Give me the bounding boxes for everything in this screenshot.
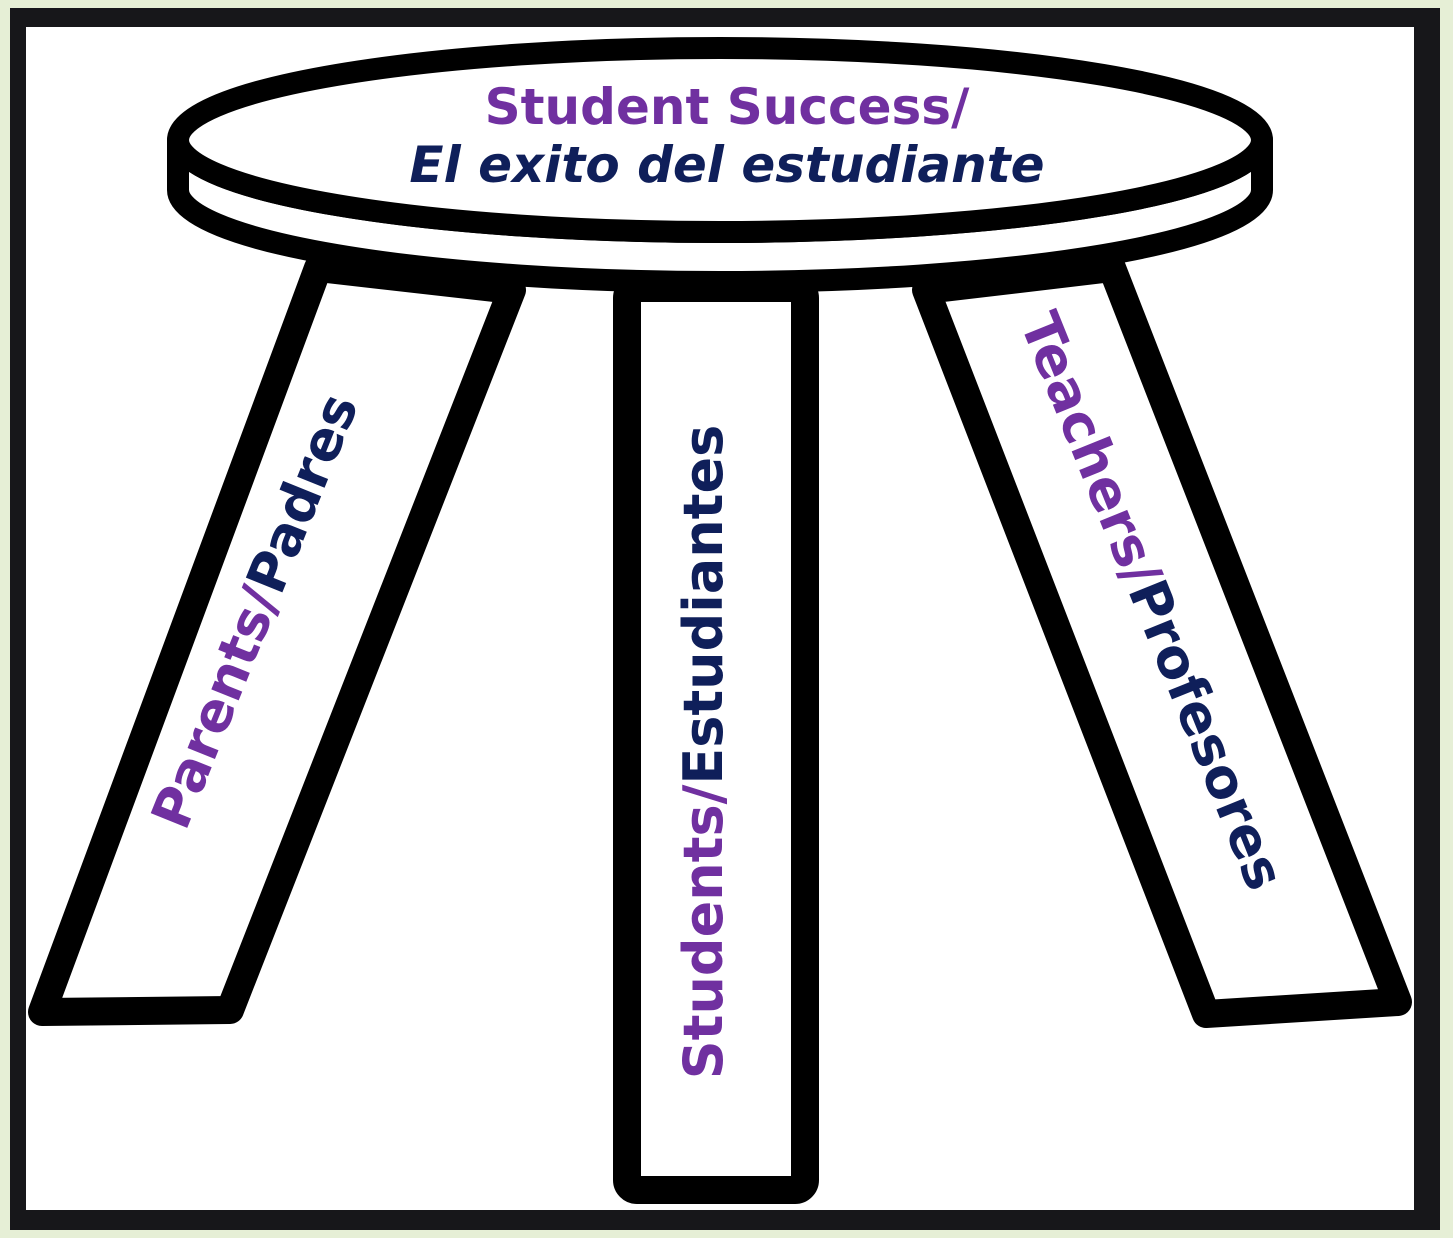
seat-label-spanish: El exito del estudiante [409,136,1044,194]
stool-leg-left [28,254,526,1026]
stool-seat-top [167,37,1273,243]
leg-label-students-spanish: Estudiantes [672,425,735,785]
seat-label-english: Student Success/ [485,78,970,136]
stool-leg-right [912,254,1412,1028]
leg-label-students-english: Students/ [672,784,735,1079]
leg-label-students: Students/Estudiantes [672,425,735,1079]
